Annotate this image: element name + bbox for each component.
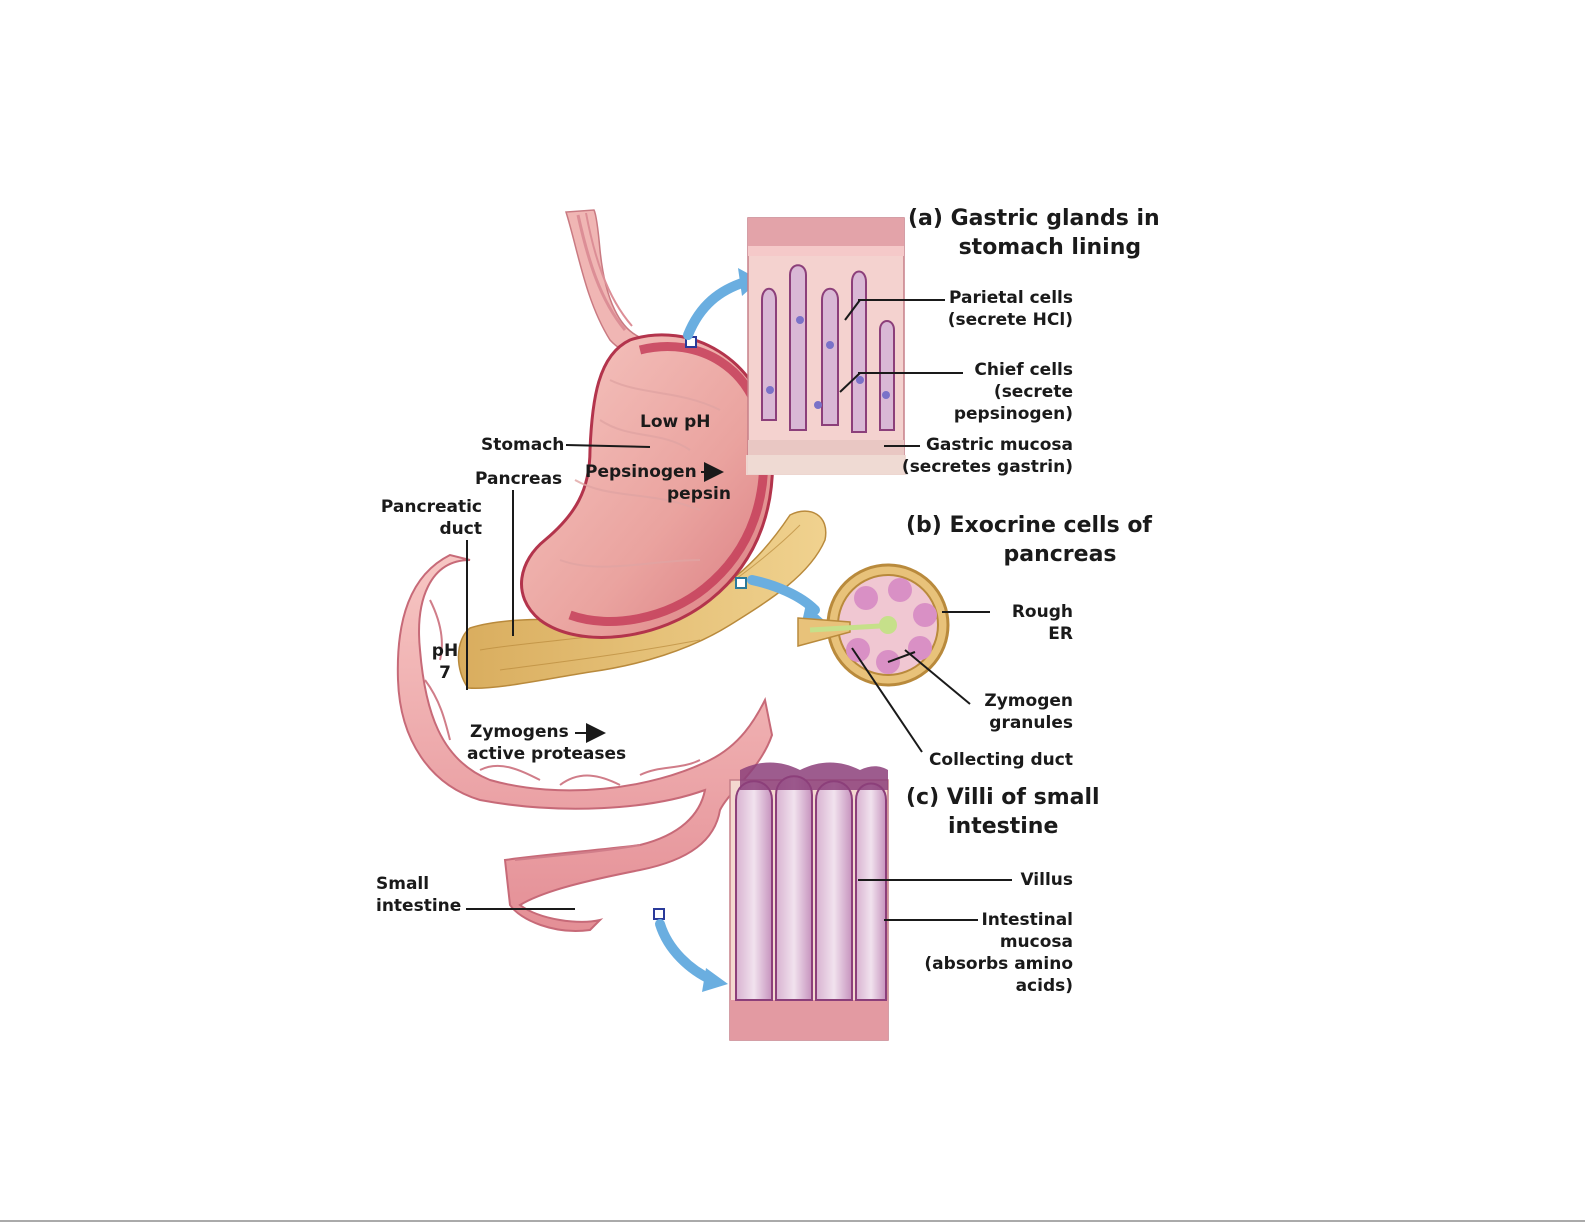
small-intestine-line2: intestine — [376, 896, 462, 916]
villus-label: Villus — [1000, 869, 1073, 891]
low-ph-text: Low pH — [640, 412, 711, 432]
chief-line2: (secrete — [993, 382, 1073, 402]
pancreas-text: Pancreas — [475, 469, 563, 489]
leader-lines — [466, 299, 1012, 921]
pepsinogen-label: Pepsinogen — [585, 461, 697, 483]
pancreatic-duct-line1: Pancreatic — [380, 497, 482, 517]
villus-text: Villus — [1020, 870, 1073, 890]
reaction-arrows — [575, 462, 724, 743]
small-intestine-line1: Small — [376, 874, 430, 894]
parietal-line1: Parietal cells — [949, 288, 1073, 308]
stomach-label: Stomach — [481, 434, 564, 456]
rough-line2: ER — [1048, 624, 1073, 644]
small-intestine-label: Small intestine — [376, 873, 461, 917]
active-proteases-label: active proteases — [467, 743, 626, 765]
collecting-duct-label: Collecting duct — [900, 749, 1073, 771]
rough-line1: Rough — [1011, 602, 1073, 622]
panel-a-title-line2: stomach lining — [958, 235, 1142, 260]
small-intestine-organ — [396, 553, 774, 932]
low-ph-label: Low pH — [640, 411, 711, 433]
stomach-text: Stomach — [481, 435, 565, 455]
chief-line3: pepsinogen) — [953, 404, 1073, 424]
pancreas-label: Pancreas — [475, 468, 562, 490]
intestinal-mucosa-line2: mucosa — [999, 932, 1073, 952]
pancreatic-duct-line2: duct — [439, 519, 482, 539]
zymogen-line2: granules — [989, 713, 1073, 733]
panel-c-title-line2: intestine — [948, 814, 1059, 839]
gastric-mucosa-line2: (secretes gastrin) — [901, 457, 1073, 477]
villi-block — [729, 762, 889, 1041]
parietal-line2: (secrete HCl) — [947, 310, 1073, 330]
panel-b-title-line1: (b) Exocrine cells of — [906, 513, 1153, 538]
panel-b-title-line2: pancreas — [1003, 542, 1117, 567]
intestinal-mucosa-line1: Intestinal — [981, 910, 1073, 930]
esophagus — [564, 209, 673, 355]
chief-line1: Chief cells — [974, 360, 1073, 380]
collecting-duct-text: Collecting duct — [928, 750, 1073, 770]
ph-line2: 7 — [439, 663, 451, 683]
panel-a-title: (a) Gastric glands in stomach lining — [908, 204, 1160, 262]
intestinal-mucosa-line4: acids) — [1015, 976, 1073, 996]
gastric-gland-block — [746, 217, 906, 475]
stomach-organ — [520, 333, 774, 639]
pancreatic-duct-label: Pancreatic duct — [378, 496, 482, 540]
pancreatic-acinus — [797, 563, 950, 687]
gastric-mucosa-label: Gastric mucosa (secretes gastrin) — [895, 434, 1073, 478]
blue-arrows — [655, 268, 826, 992]
zoom-markers — [653, 336, 747, 920]
pepsin-text: pepsin — [667, 484, 731, 504]
zymogen-line1: Zymogen — [984, 691, 1073, 711]
zymogen-granules-label: Zymogen granules — [970, 690, 1073, 734]
active-proteases-text: active proteases — [467, 744, 627, 764]
rough-er-label: Rough ER — [990, 601, 1073, 645]
intestinal-mucosa-label: Intestinal mucosa (absorbs amino acids) — [910, 909, 1073, 997]
panel-b-title: (b) Exocrine cells of pancreas — [906, 511, 1152, 569]
intestinal-mucosa-line3: (absorbs amino — [924, 954, 1073, 974]
pepsinogen-text: Pepsinogen — [585, 462, 697, 482]
parietal-cells-label: Parietal cells (secrete HCl) — [930, 287, 1073, 331]
panel-c-title: (c) Villi of small intestine — [906, 783, 1100, 841]
panel-a-title-line1: (a) Gastric glands in — [908, 206, 1160, 231]
pepsin-label: pepsin — [667, 483, 731, 505]
gastric-mucosa-line1: Gastric mucosa — [925, 435, 1073, 455]
ph-7-label: pH 7 — [428, 640, 462, 684]
panel-c-title-line1: (c) Villi of small — [906, 785, 1100, 810]
ph-line1: pH — [431, 641, 459, 661]
zymogens-text: Zymogens — [470, 722, 569, 742]
chief-cells-label: Chief cells (secrete pepsinogen) — [930, 359, 1073, 425]
zymogens-label: Zymogens — [470, 721, 569, 743]
